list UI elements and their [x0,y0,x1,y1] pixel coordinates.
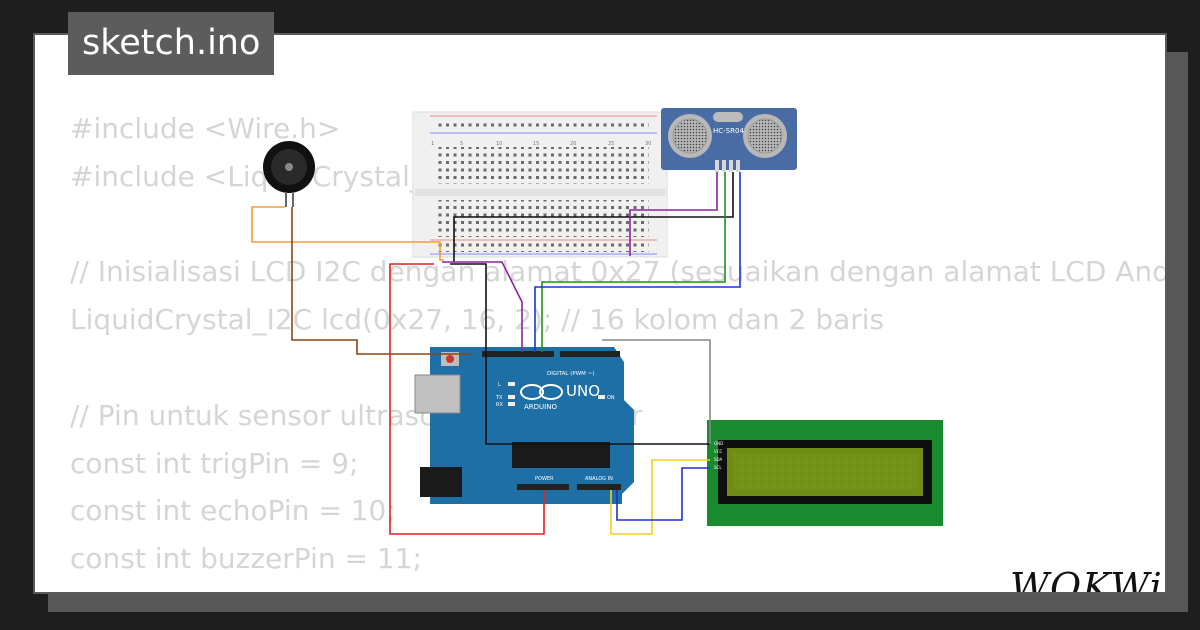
arduino-led-label: L [498,382,501,388]
arduino-model: UNO [566,382,600,400]
sensor-label: HC-SR04 [713,127,744,135]
breadboard-col-label: 1 [431,141,434,147]
wire-grey [602,339,711,444]
wire-purple [629,172,718,256]
wires [251,172,741,535]
lcd-display: GND VCC SDA SCL [707,420,943,526]
arduino-digital-label: DIGITAL (PWM ~) [547,371,594,377]
wire-blue-2 [616,467,710,521]
buzzer [263,141,315,207]
arduino-led-label: TX [495,395,503,401]
code-preview: #include <Wire.h> #include <LiquidCrysta… [70,105,1167,583]
arduino-brand: ARDUINO [524,403,557,411]
breadboard-col-label: 20 [570,141,576,147]
wokwi-logo: WOKWi [1010,565,1163,594]
arduino-on-label: ON [607,395,615,401]
arduino-power-label: POWER [535,476,554,482]
code-line: #include <Wire.h> [70,112,341,145]
arduino-analog-label: ANALOG IN [585,476,613,482]
breadboard-col-label: 15 [533,141,539,147]
wire-blue [534,172,741,352]
lcd-pin-label: VCC [714,449,723,454]
circuit-diagram: 1 5 10 15 20 25 30 HC-SR04 [251,108,943,535]
wire-orange [251,206,444,261]
breadboard-col-label: 30 [645,141,651,147]
code-line: const int echoPin = 10; [70,494,396,528]
ultrasonic-sensor: HC-SR04 [661,108,797,172]
preview-card: #include <Wire.h> #include <LiquidCrysta… [33,33,1167,594]
code-line: LiquidCrystal_I2C lcd(0x27, 16, 2); // 1… [70,303,885,337]
wire-green [541,172,726,352]
arduino-led-label: RX [496,402,503,408]
code-line: // Inisialisasi LCD I2C dengan alamat 0x… [70,255,1167,289]
code-line: const int trigPin = 9; [70,446,359,480]
wire-black-2 [450,263,710,445]
breadboard-col-label: 10 [496,141,502,147]
wire-black [453,172,734,262]
wire-purple-2 [442,261,523,352]
lcd-pin-label: SDA [714,457,723,462]
lcd-pin-label: GND [714,441,723,446]
wire-brown [291,207,472,355]
lcd-pin-label: SCL [714,465,722,470]
wire-yellow [610,459,710,535]
arduino-uno: DIGITAL (PWM ~) UNO ARDUINO L TX RX ON P… [414,347,634,504]
code-line: const int buzzerPin = 11; [70,542,422,576]
breadboard: 1 5 10 15 20 25 30 [412,111,668,258]
wire-red [389,263,545,535]
file-name-tag: sketch.ino [68,12,275,75]
breadboard-col-label: 25 [608,141,614,147]
breadboard-col-label: 5 [460,141,463,147]
